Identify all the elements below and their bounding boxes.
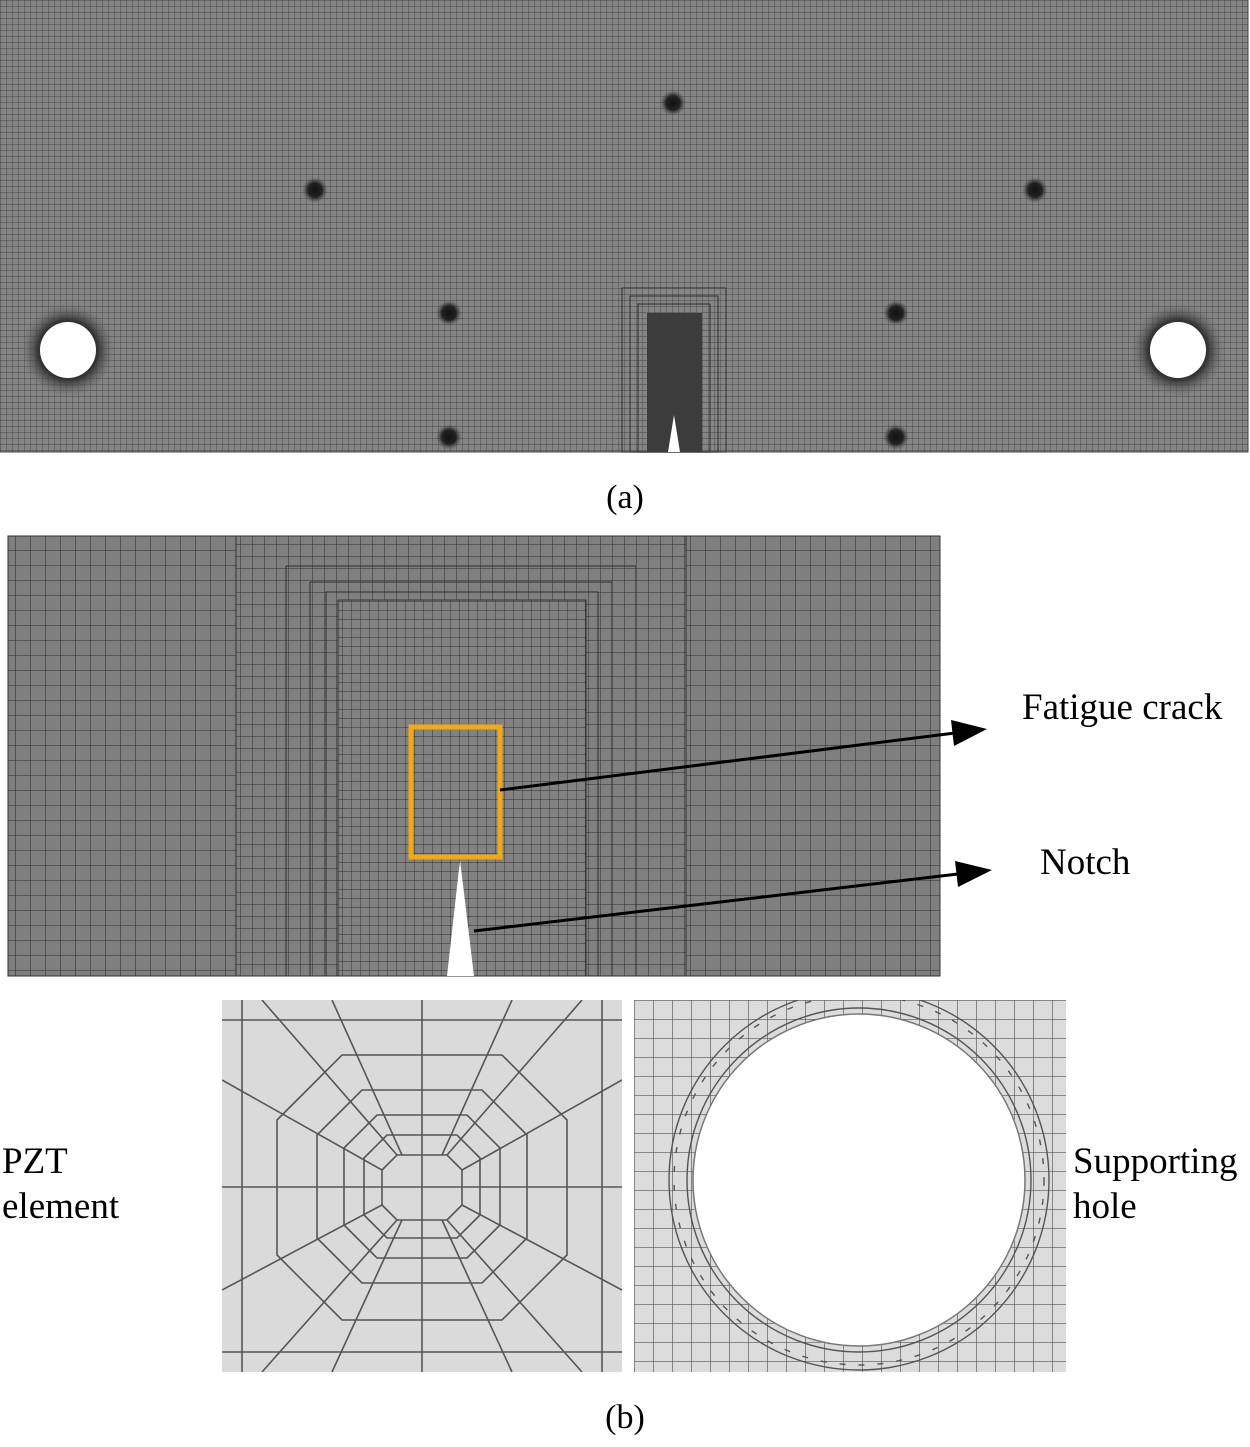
pzt-element bbox=[660, 90, 686, 116]
notch-label: Notch bbox=[1040, 842, 1131, 883]
notch-refinement-region bbox=[621, 287, 727, 453]
pzt-element-detail bbox=[222, 1000, 622, 1372]
pzt-element bbox=[883, 424, 909, 450]
callout-arrows bbox=[473, 720, 992, 933]
plate-mesh-overview bbox=[0, 0, 1249, 453]
fatigue-crack-arrowhead bbox=[951, 720, 987, 746]
supporting-hole-left bbox=[40, 322, 96, 378]
notch-zoom-mesh bbox=[7, 535, 992, 977]
notch-arrow-line bbox=[473, 872, 959, 933]
supporting-hole bbox=[692, 1013, 1026, 1347]
fatigue-crack-highlight bbox=[408, 724, 503, 860]
plate-body bbox=[0, 0, 1249, 453]
fatigue-crack-arrow-line bbox=[499, 731, 956, 792]
notch-overview bbox=[668, 415, 680, 452]
pzt-element bbox=[1022, 177, 1048, 203]
transition-rings bbox=[285, 565, 637, 976]
fatigue-crack-label: Fatigue crack bbox=[1022, 687, 1223, 728]
notch bbox=[447, 860, 474, 976]
pzt-element bbox=[883, 300, 909, 326]
hole-label-line2: hole bbox=[1073, 1186, 1137, 1227]
panel-b-caption: (b) bbox=[605, 1399, 645, 1436]
supporting-hole-detail bbox=[634, 1000, 1066, 1372]
pzt-label-line1: PZT bbox=[2, 1141, 68, 1182]
pzt-label-line2: element bbox=[2, 1186, 120, 1227]
panel-a-caption: (a) bbox=[606, 479, 644, 516]
pzt-element bbox=[436, 424, 462, 450]
pzt-element bbox=[436, 300, 462, 326]
supporting-hole-right bbox=[1150, 322, 1206, 378]
pzt-element bbox=[302, 177, 328, 203]
notch-arrowhead bbox=[955, 861, 992, 887]
hole-label-line1: Supporting bbox=[1073, 1141, 1238, 1182]
